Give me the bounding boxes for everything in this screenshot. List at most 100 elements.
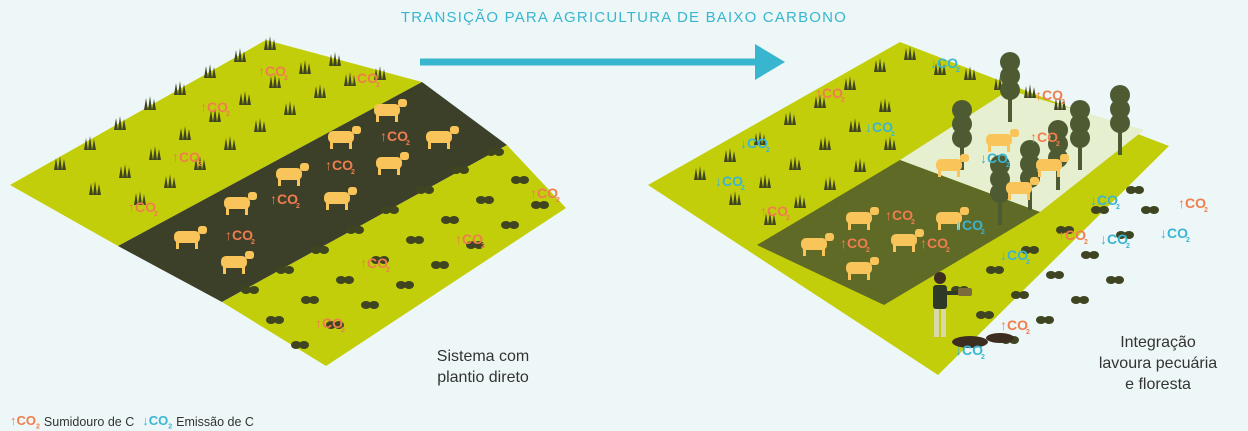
svg-text:2: 2 <box>946 247 950 254</box>
grass-tuft-icon <box>299 60 311 74</box>
tree-icon <box>1070 100 1090 170</box>
soil-mounds <box>952 333 1014 348</box>
cow-icon <box>891 229 924 252</box>
svg-text:↑CO: ↑CO <box>530 185 558 201</box>
svg-text:↑CO: ↑CO <box>350 70 378 86</box>
grass-tuft-icon <box>314 84 326 98</box>
crop-plant-icon <box>1126 186 1144 194</box>
svg-text:↓CO: ↓CO <box>1160 225 1188 241</box>
grass-tuft-icon <box>789 156 801 170</box>
cow-icon <box>224 192 257 215</box>
co2-sink-marker: ↑CO2 <box>200 99 230 118</box>
cow-icon <box>374 99 407 122</box>
crop-plant-icon <box>1021 246 1039 254</box>
right-system-caption: Integração lavoura pecuária e floresta <box>1093 332 1223 395</box>
cow-icon <box>426 126 459 149</box>
svg-text:2: 2 <box>891 131 895 138</box>
svg-text:↑CO: ↑CO <box>760 203 788 219</box>
legend-emission: ↓CO2 Emissão de C <box>142 413 254 431</box>
co2-sink-marker: ↑CO2 <box>270 191 300 210</box>
svg-text:↑CO: ↑CO <box>128 199 156 215</box>
diagram-title: TRANSIÇÃO PARA AGRICULTURA DE BAIXO CARB… <box>400 9 848 26</box>
right-caption-line-2: lavoura pecuária <box>1098 355 1218 372</box>
crop-plant-icon <box>1116 231 1134 239</box>
grass-tuft-icon <box>729 191 741 205</box>
co2-sink-marker: ↑CO2 <box>1000 317 1030 336</box>
co2-sink-marker: ↑CO2 <box>1035 87 1065 106</box>
grass-tuft-icon <box>374 66 386 80</box>
svg-text:↓CO: ↓CO <box>930 55 958 71</box>
co2-emission-marker: ↓CO2 <box>1090 192 1120 211</box>
co2-sink-marker: ↑CO2 <box>1058 227 1088 246</box>
grass-tuft-icon <box>114 116 126 130</box>
crop-plant-icon <box>266 316 284 324</box>
grass-tuft-icon <box>884 136 896 150</box>
svg-text:↑CO: ↑CO <box>1030 129 1058 145</box>
svg-text:2: 2 <box>1126 243 1130 250</box>
svg-text:2: 2 <box>1186 237 1190 244</box>
svg-text:2: 2 <box>481 243 485 250</box>
svg-text:2: 2 <box>341 327 345 334</box>
svg-text:2: 2 <box>284 75 288 82</box>
svg-text:↑CO: ↑CO <box>200 99 228 115</box>
crop-plant-icon <box>451 166 469 174</box>
cow-icon <box>324 187 357 210</box>
co2-emission-marker: ↓CO2 <box>1000 247 1030 266</box>
cow-icon <box>221 251 254 274</box>
svg-text:2: 2 <box>981 229 985 236</box>
grass-tuft-icon <box>1024 84 1036 98</box>
grass-tuft-icon <box>764 211 776 225</box>
cow-icon <box>801 233 834 256</box>
svg-text:↑CO: ↑CO <box>455 231 483 247</box>
svg-text:2: 2 <box>1204 207 1208 214</box>
svg-text:2: 2 <box>766 147 770 154</box>
cattle-layer <box>174 99 1069 280</box>
grass-tuft-icon <box>754 131 766 145</box>
crop-plant-icon <box>441 216 459 224</box>
grass-tuft-icon <box>844 76 856 90</box>
co2-sink-marker: ↑CO2 <box>1030 129 1060 148</box>
crop-plant-icon <box>1141 206 1159 214</box>
grass-tuft-icon <box>84 136 96 150</box>
tree-icon <box>1000 52 1020 122</box>
svg-text:2: 2 <box>1116 204 1120 211</box>
grass-tuft-icon <box>344 72 356 86</box>
legend-sink-label: Sumidouro de C <box>43 414 135 429</box>
grass-tuft-icon <box>194 156 206 170</box>
svg-text:2: 2 <box>154 211 158 218</box>
svg-text:2: 2 <box>1056 141 1060 148</box>
grass-tuft-icon <box>874 58 886 72</box>
tree-icon <box>952 100 972 170</box>
crop-plant-icon <box>406 236 424 244</box>
grass-tuft-icon <box>89 181 101 195</box>
grass-tuft-icon <box>794 194 806 208</box>
legend-sink: ↑CO2 Sumidouro de C <box>10 413 134 431</box>
crop-plant-icon <box>371 256 389 264</box>
svg-text:2: 2 <box>956 67 960 74</box>
co2-emission-marker: ↓CO2 <box>740 135 770 154</box>
co2-emission-marker: ↓CO2 <box>955 342 985 361</box>
crop-plant-icon <box>1056 226 1074 234</box>
grass-tuft-icon <box>54 156 66 170</box>
tree-icon <box>990 155 1010 225</box>
cow-icon <box>846 207 879 230</box>
svg-text:2: 2 <box>556 197 560 204</box>
co2-emission-marker: ↓CO2 <box>955 217 985 236</box>
grass-tuft-icon <box>204 64 216 78</box>
svg-text:↑CO: ↑CO <box>270 191 298 207</box>
grass-tuft-icon <box>814 94 826 108</box>
grass-tuft-icon <box>224 136 236 150</box>
svg-text:↓CO: ↓CO <box>955 217 983 233</box>
svg-text:↑CO: ↑CO <box>1178 195 1206 211</box>
crop-plant-icon <box>276 266 294 274</box>
crop-plant-icon <box>476 196 494 204</box>
co2-sink-marker: ↑CO2 <box>315 315 345 334</box>
left-pasture-strip <box>118 82 507 302</box>
svg-text:2: 2 <box>376 82 380 89</box>
co2-emission-marker: ↓CO2 <box>980 150 1010 169</box>
grass-tuft-icon <box>144 96 156 110</box>
svg-text:↓CO: ↓CO <box>980 150 1008 166</box>
crop-plant-icon <box>381 206 399 214</box>
crop-plant-icon <box>511 176 529 184</box>
svg-text:↑CO: ↑CO <box>315 315 343 331</box>
